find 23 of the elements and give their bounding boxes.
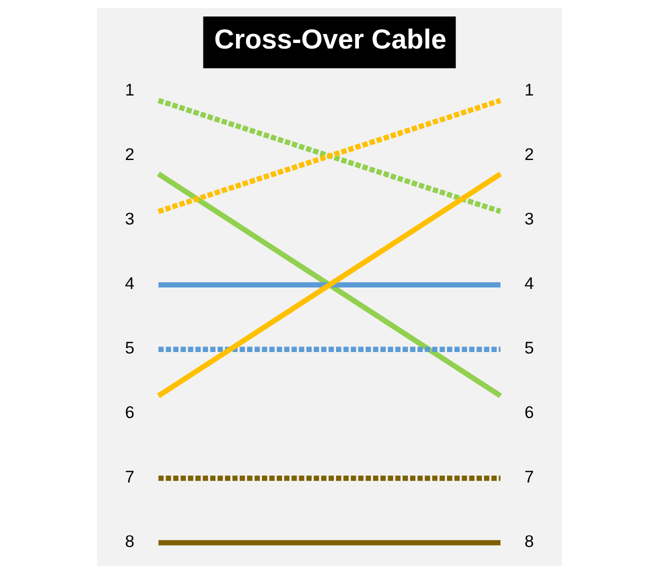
node-text: 6 xyxy=(524,402,534,422)
node-text: 2 xyxy=(524,144,534,164)
node-text: 6 xyxy=(125,402,134,422)
connector xyxy=(158,540,500,546)
node-text: 5 xyxy=(524,338,534,358)
node-text: 3 xyxy=(524,209,534,228)
diagram-title: Cross-Over Cable xyxy=(214,23,446,54)
node-text: 4 xyxy=(125,274,134,293)
node-text: 3 xyxy=(125,209,134,228)
connector xyxy=(158,282,500,288)
node-text: 7 xyxy=(125,467,134,486)
node-text: 7 xyxy=(524,467,534,486)
node-text: 1 xyxy=(125,80,134,100)
node-text: 2 xyxy=(125,144,134,164)
node-text: 8 xyxy=(125,532,134,551)
node-text: 1 xyxy=(524,80,534,100)
connector xyxy=(158,98,502,214)
node-text: 5 xyxy=(125,338,134,358)
node-text: 4 xyxy=(524,274,534,293)
connector xyxy=(157,172,502,398)
node-text: 8 xyxy=(524,532,534,551)
connector xyxy=(158,476,500,481)
connector xyxy=(158,346,500,352)
